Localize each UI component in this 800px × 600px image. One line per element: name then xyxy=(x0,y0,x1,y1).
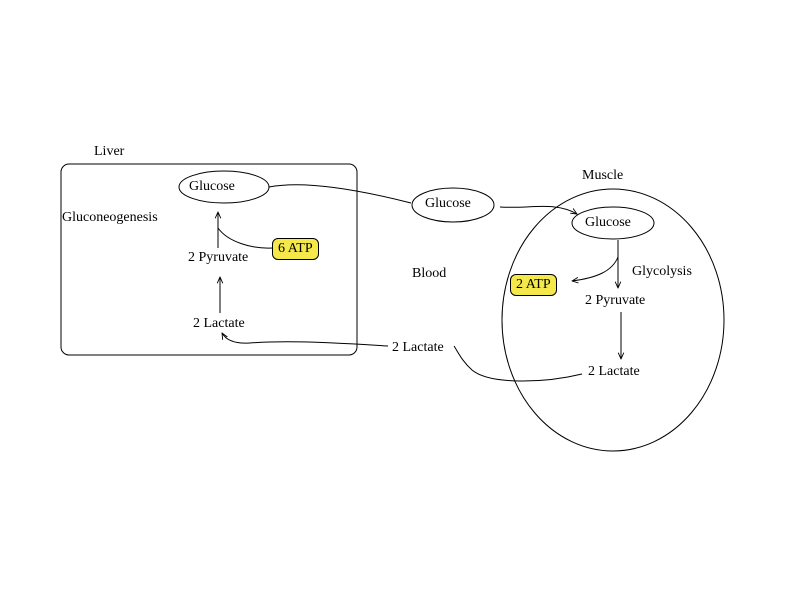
muscle-lactate-label: 2 Lactate xyxy=(588,364,640,379)
arrow-muscle-lactate-to-blood xyxy=(453,345,583,382)
liver-glucose-label: Glucose xyxy=(189,179,235,194)
blood-glucose-label: Glucose xyxy=(425,196,471,211)
arrow-blood-glucose-to-muscle xyxy=(499,205,577,214)
muscle-glucose-label: Glucose xyxy=(585,215,631,230)
muscle-glucose-oval xyxy=(571,206,655,240)
muscle-cell xyxy=(501,188,725,452)
muscle-title: Muscle xyxy=(582,168,624,183)
blood-title: Blood xyxy=(412,266,447,281)
arrow-liver-glucose-to-blood xyxy=(268,184,412,204)
muscle-process-label: Glycolysis xyxy=(632,264,692,279)
liver-process-label: Gluconeogenesis xyxy=(62,210,158,225)
liver-atp-badge: 6 ATP xyxy=(272,238,319,260)
muscle-atp-production-curve xyxy=(572,256,619,281)
liver-box xyxy=(60,163,358,356)
blood-glucose-oval xyxy=(411,187,495,223)
muscle-atp-badge: 2 ATP xyxy=(510,274,557,296)
muscle-pyruvate-label: 2 Pyruvate xyxy=(585,293,646,308)
arrow-blood-lactate-to-liver xyxy=(222,333,389,347)
liver-atp-consumption-curve xyxy=(217,227,273,249)
liver-lactate-label: 2 Lactate xyxy=(193,316,245,331)
liver-title: Liver xyxy=(94,144,125,159)
liver-pyruvate-label: 2 Pyruvate xyxy=(188,250,249,265)
blood-lactate-label: 2 Lactate xyxy=(392,340,444,355)
